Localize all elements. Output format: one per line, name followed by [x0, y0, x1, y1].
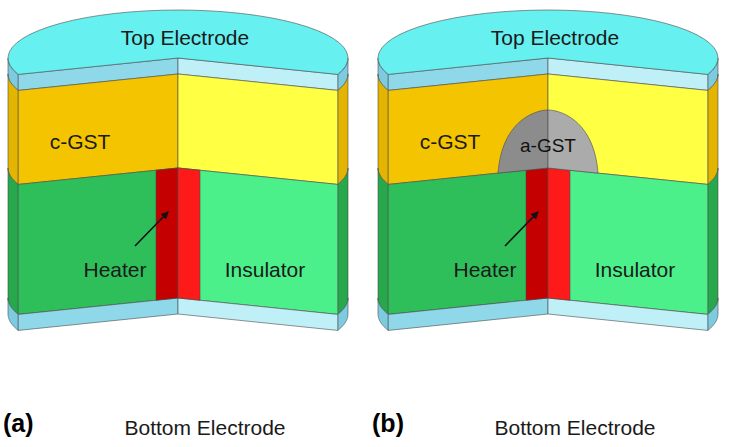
- gst-layer-face: [178, 74, 338, 184]
- bottom-electrode-face: [178, 298, 338, 330]
- insulator-layer-face: [548, 168, 708, 314]
- part-label: Insulator: [595, 258, 676, 281]
- gst-layer-side: [708, 74, 718, 184]
- gst-layer-face: [388, 74, 548, 184]
- part-label: Top Electrode: [491, 26, 619, 49]
- part-label: Heater: [453, 258, 516, 281]
- panel-tag: (a): [3, 410, 34, 438]
- insulator-layer-face: [178, 168, 338, 314]
- bottom-electrode-side: [338, 298, 348, 330]
- part-label: Top Electrode: [121, 26, 249, 49]
- gst-layer-face: [18, 74, 178, 184]
- gst-layer-side: [8, 74, 18, 184]
- bottom-electrode-face: [548, 298, 708, 330]
- heater: [526, 168, 548, 300]
- bottom-electrode-side: [378, 298, 388, 330]
- gst-layer-face: [548, 74, 708, 184]
- bottom-electrode-side: [708, 298, 718, 330]
- leader-arrow: [135, 212, 168, 246]
- top-electrode-surface: [8, 10, 348, 74]
- insulator-layer-side: [8, 168, 18, 314]
- insulator-layer-face: [18, 168, 178, 314]
- gst-layer-side: [338, 74, 348, 184]
- heater: [548, 168, 570, 300]
- heater: [156, 168, 178, 300]
- part-label: Heater: [83, 258, 146, 281]
- insulator-layer-face: [388, 168, 548, 314]
- leader-arrow: [505, 212, 538, 246]
- part-label: Insulator: [225, 258, 306, 281]
- top-electrode-surface: [378, 10, 718, 74]
- part-label: a-GST: [520, 136, 576, 157]
- heater: [178, 168, 200, 300]
- bottom-electrode-face: [18, 298, 178, 330]
- gst-layer-side: [378, 74, 388, 184]
- insulator-layer-side: [708, 168, 718, 314]
- insulator-layer-side: [378, 168, 388, 314]
- part-label: Bottom Electrode: [124, 416, 285, 439]
- part-label: Bottom Electrode: [494, 416, 655, 439]
- bottom-electrode-face: [388, 298, 548, 330]
- panel-tag: (b): [372, 410, 404, 438]
- bottom-electrode-side: [8, 298, 18, 330]
- part-label: c-GST: [50, 130, 111, 153]
- part-label: c-GST: [420, 130, 481, 153]
- insulator-layer-side: [338, 168, 348, 314]
